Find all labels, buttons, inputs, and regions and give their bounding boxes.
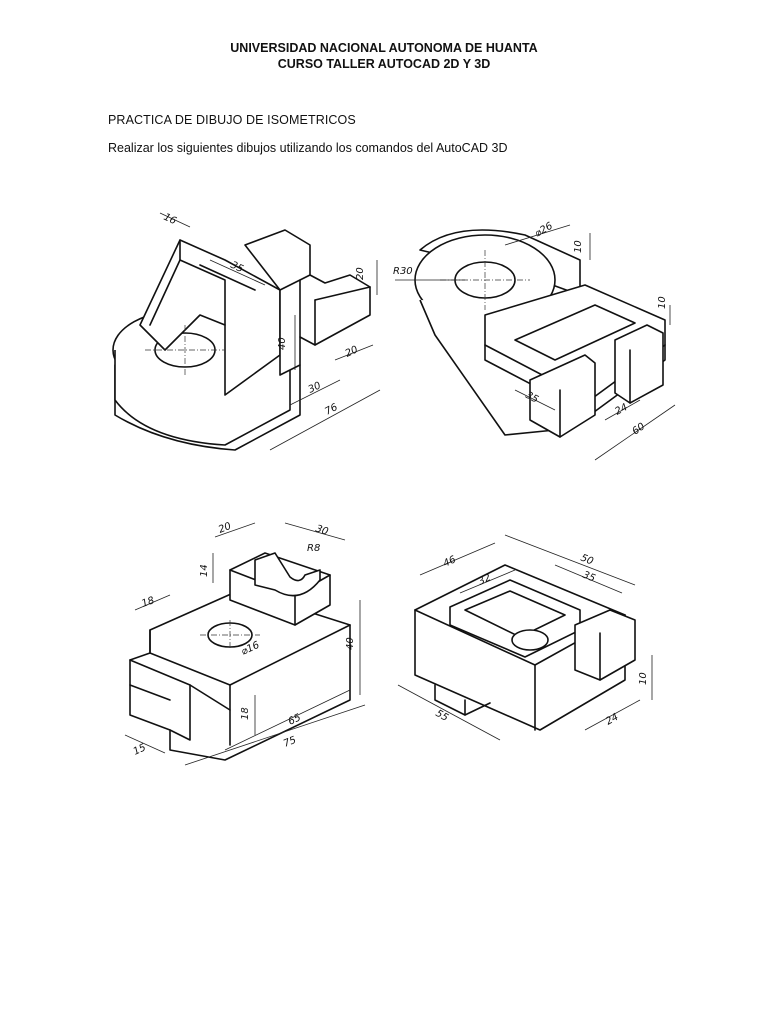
dim-1-6: 30 [307,380,323,395]
isometric-drawing-1: 16 35 20 40 20 30 76 [105,205,395,460]
dim-3-11: 15 [132,742,148,757]
dim-1-2: 35 [229,260,245,275]
university-name: UNIVERSIDAD NACIONAL AUTONOMA DE HUANTA [230,41,538,55]
dim-2-7: 60 [630,421,647,437]
dim-1-7: 76 [323,402,339,418]
dim-3-10: 75 [282,735,298,750]
instruction-text: Realizar los siguientes dibujos utilizan… [108,141,508,155]
dim-3-2: 30 [314,523,330,537]
dim-3-5: 18 [140,595,156,610]
dim-2-1: ⌀26 [533,221,555,240]
course-name: CURSO TALLER AUTOCAD 2D Y 3D [277,57,491,71]
dim-1-5: 20 [344,344,360,359]
dim-2-4: 10 [657,296,668,309]
dim-3-8: 18 [240,707,251,720]
dim-4-3: 32 [477,572,493,587]
dim-4-1: 46 [442,554,458,569]
dim-2-2: 10 [573,240,584,253]
dim-2-3: R30 [393,266,413,277]
dim-4-2: 50 [579,553,595,568]
dim-4-4: 35 [581,570,597,585]
dim-3-4: 14 [199,564,210,577]
dim-4-6: 55 [434,708,451,724]
dim-1-4: 40 [277,337,288,350]
isometric-drawing-4: 46 50 32 35 10 55 24 [390,515,670,775]
practice-title: PRACTICA DE DIBUJO DE ISOMETRICOS [108,113,356,127]
dim-3-3: R8 [307,543,320,554]
dim-3-9: 65 [287,712,303,727]
dim-3-7: 40 [345,637,356,650]
document-header: UNIVERSIDAD NACIONAL AUTONOMA DE HUANTA … [0,40,768,72]
isometric-drawing-2: ⌀26 10 R30 10 35 24 60 [385,205,685,465]
isometric-drawing-3: 20 30 R8 14 18 ⌀16 40 18 65 75 15 [115,515,385,775]
dim-2-5: 35 [524,390,540,406]
dim-1-3: 20 [355,267,366,280]
dim-3-1: 20 [217,521,233,536]
dim-4-7: 24 [604,712,621,728]
dim-1-1: 16 [162,212,178,227]
dim-2-6: 24 [613,402,629,418]
dim-4-5: 10 [638,672,649,685]
